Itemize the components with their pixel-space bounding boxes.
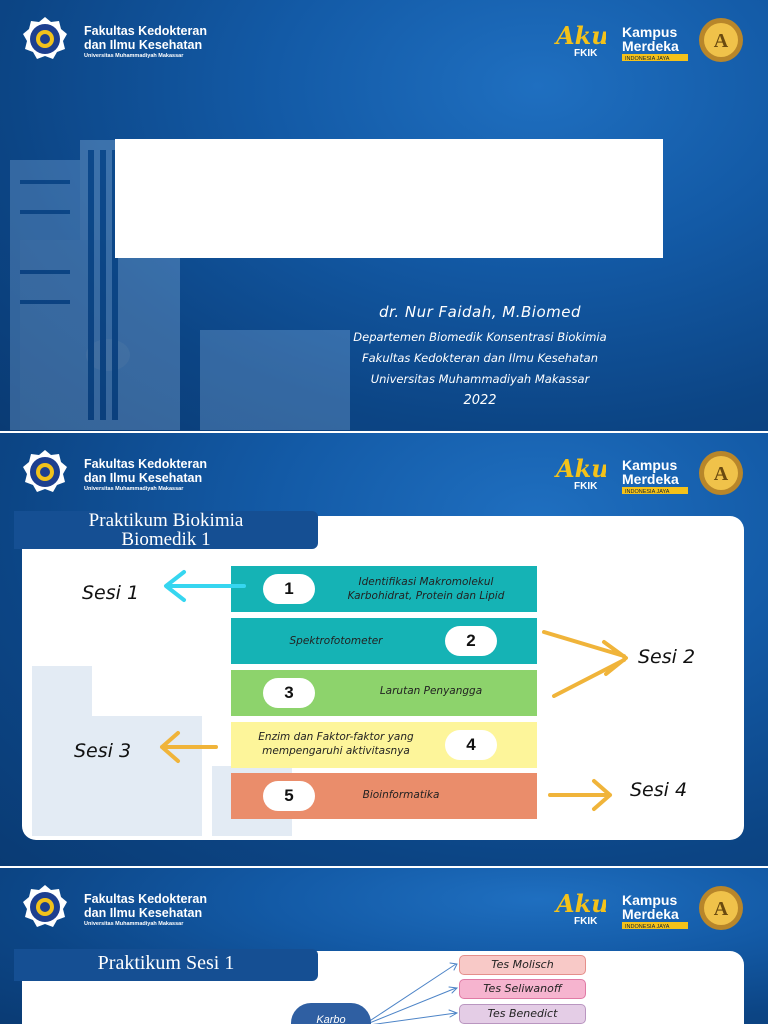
author-name: dr. Nur Faidah, M.Biomed <box>379 303 581 321</box>
session-label: Sesi 2 <box>638 646 696 668</box>
arrow-right-icon <box>548 779 612 811</box>
kampus-merdeka-logo: Kampus Merdeka INDONESIA JAYA <box>622 892 688 930</box>
arrow-right-split-icon <box>542 630 628 698</box>
svg-text:Aku: Aku <box>554 21 606 50</box>
arrow-left-icon <box>160 731 218 763</box>
item-number: 1 <box>263 574 315 604</box>
svg-text:Merdeka: Merdeka <box>622 38 679 54</box>
university-name: Universitas Muhammadiyah Makassar <box>84 486 184 492</box>
list-item: 3 Larutan Penyangga <box>231 670 537 716</box>
karbohidrat-node: Karbo <box>291 1003 371 1024</box>
title-box <box>115 139 663 258</box>
svg-text:INDONESIA JAYA: INDONESIA JAYA <box>625 489 670 495</box>
connector-arrows-icon <box>364 962 459 1024</box>
accreditation-medal-logo: A <box>699 886 743 930</box>
svg-text:A: A <box>714 463 729 485</box>
svg-text:Merdeka: Merdeka <box>622 906 679 922</box>
list-item: 1 Identifikasi Makromolekul Karbohidrat,… <box>231 566 537 612</box>
faculty-line: Fakultas Kedokteran dan Ilmu Kesehatan <box>362 351 598 365</box>
item-text: Spektrofotometer <box>289 635 383 647</box>
university-seal-logo <box>23 17 67 59</box>
slide-divider <box>0 866 768 868</box>
year-line: 2022 <box>463 393 497 408</box>
svg-text:Kampus: Kampus <box>622 24 677 40</box>
list-item: 5 Bioinformatika <box>231 773 537 819</box>
svg-text:INDONESIA JAYA: INDONESIA JAYA <box>625 924 670 930</box>
svg-text:Merdeka: Merdeka <box>622 471 679 487</box>
item-number: 5 <box>263 781 315 811</box>
list-item: Spektrofotometer 2 <box>231 618 537 664</box>
item-text: Enzim dan Faktor-faktor yang mempengaruh… <box>258 731 414 757</box>
svg-text:Kampus: Kampus <box>622 457 677 473</box>
item-text: Identifikasi Makromolekul Karbohidrat, P… <box>347 576 505 602</box>
university-name: Universitas Muhammadiyah Makassar <box>84 53 184 59</box>
aku-fkik-logo: Aku FKIK <box>554 21 606 59</box>
item-number: 4 <box>445 730 497 760</box>
slide-divider <box>0 431 768 433</box>
item-number: 2 <box>445 626 497 656</box>
department-line: Departemen Biomedik Konsentrasi Biokimia <box>353 330 607 344</box>
svg-text:FKIK: FKIK <box>574 916 598 927</box>
faculty-name: Fakultas Kedokteran dan Ilmu Kesehatan <box>84 457 207 485</box>
slide-title: Praktikum Biokimia Biomedik 1 <box>14 511 318 549</box>
svg-text:FKIK: FKIK <box>574 48 598 59</box>
svg-text:Aku: Aku <box>554 454 606 483</box>
arrow-left-icon <box>164 570 246 602</box>
university-seal-logo <box>23 885 67 927</box>
slide-session1: Fakultas Kedokteran dan Ilmu Kesehatan U… <box>0 868 768 1024</box>
svg-text:Aku: Aku <box>554 889 606 918</box>
svg-text:INDONESIA JAYA: INDONESIA JAYA <box>625 56 670 62</box>
svg-text:A: A <box>714 30 729 52</box>
test-item-seliwanoff: Tes Seliwanoff <box>459 979 586 999</box>
slide-cover: Fakultas Kedokteran dan Ilmu Kesehatan U… <box>0 0 768 431</box>
session-label: Sesi 1 <box>82 582 140 604</box>
test-item-molisch: Tes Molisch <box>459 955 586 975</box>
university-seal-logo <box>23 450 67 492</box>
session-label: Sesi 3 <box>74 740 132 762</box>
kampus-merdeka-logo: Kampus Merdeka INDONESIA JAYA <box>622 457 688 495</box>
accreditation-medal-logo: A <box>699 18 743 62</box>
aku-fkik-logo: Aku FKIK <box>554 454 606 492</box>
list-item: Enzim dan Faktor-faktor yang mempengaruh… <box>231 722 537 768</box>
item-number: 3 <box>263 678 315 708</box>
svg-text:Kampus: Kampus <box>622 892 677 908</box>
slide-overview: Fakultas Kedokteran dan Ilmu Kesehatan U… <box>0 433 768 866</box>
item-text: Larutan Penyangga <box>379 685 483 697</box>
svg-text:FKIK: FKIK <box>574 481 598 492</box>
faculty-name: Fakultas Kedokteran dan Ilmu Kesehatan <box>84 24 207 52</box>
accreditation-medal-logo: A <box>699 451 743 495</box>
university-name: Universitas Muhammadiyah Makassar <box>84 921 184 927</box>
university-line: Universitas Muhammadiyah Makassar <box>370 372 590 386</box>
item-text: Bioinformatika <box>362 789 440 801</box>
svg-text:A: A <box>714 898 729 920</box>
aku-fkik-logo: Aku FKIK <box>554 889 606 927</box>
faculty-name: Fakultas Kedokteran dan Ilmu Kesehatan <box>84 892 207 920</box>
kampus-merdeka-logo: Kampus Merdeka INDONESIA JAYA <box>622 24 688 62</box>
slide-title: Praktikum Sesi 1 <box>14 949 318 981</box>
test-item-benedict: Tes Benedict <box>459 1004 586 1024</box>
session-label: Sesi 4 <box>630 779 688 801</box>
